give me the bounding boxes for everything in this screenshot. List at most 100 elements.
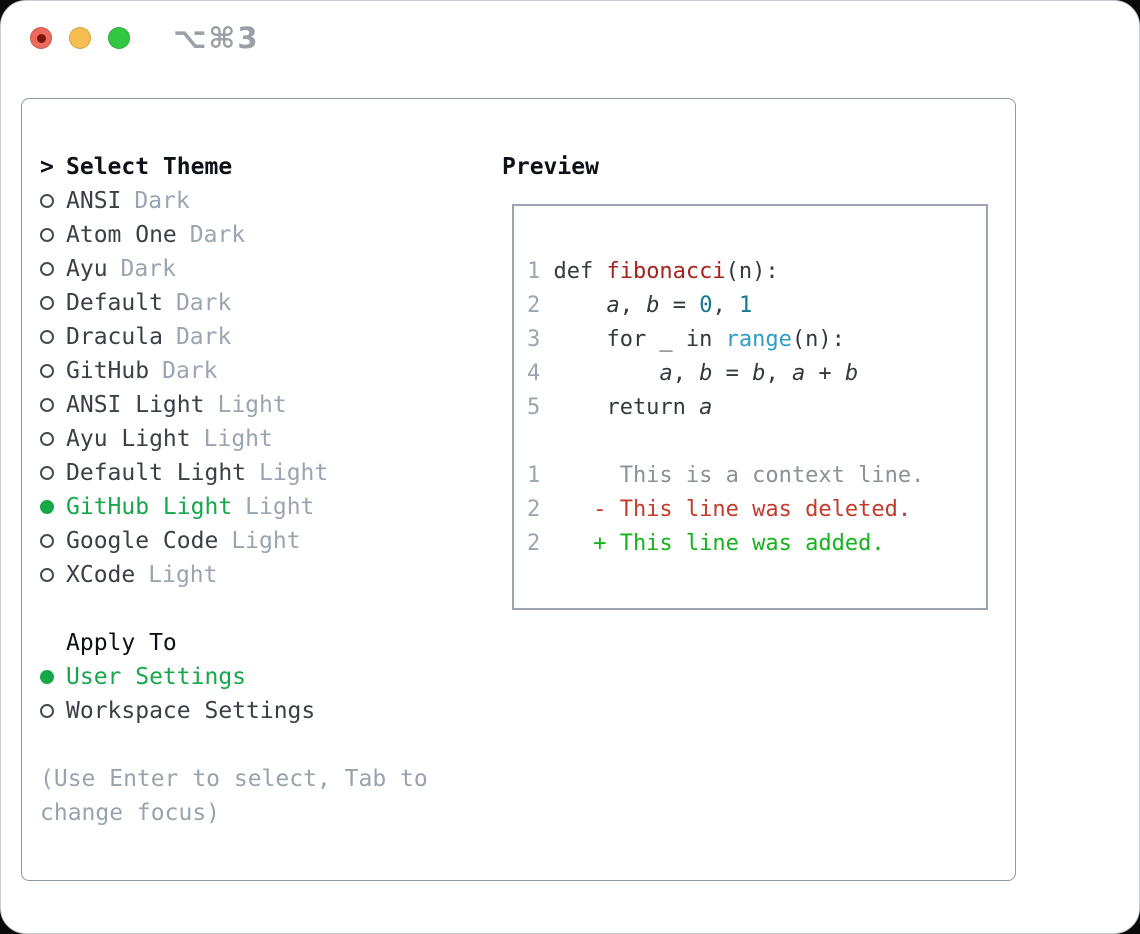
theme-tag: Dark [175,324,232,350]
theme-tag: Light [148,562,218,588]
line-number: 2 [527,531,541,556]
theme-option-dracula[interactable]: Dracula Dark [40,320,442,354]
code-line: 1 This is a context line. [527,459,976,493]
radio-selected-icon [40,500,54,514]
theme-name: Ayu [66,256,108,282]
radio-unselected-icon [40,534,54,548]
line-number: 2 [527,497,541,522]
theme-name: ANSI Light [66,392,205,418]
radio-unselected-icon [40,296,54,310]
apply-option-name: Workspace Settings [66,698,316,724]
theme-tag: Light [245,494,315,520]
code-token [553,293,606,318]
radio-unselected-icon [40,262,54,276]
window-shortcut-title: ⌥⌘3 [173,21,260,55]
radio-selected-icon [40,670,54,684]
theme-list-header: Select Theme [66,154,233,180]
line-number: 1 [527,259,541,284]
theme-list-header-row: > Select Theme [40,150,442,184]
theme-tag: Dark [120,256,176,282]
radio-unselected-icon [40,330,54,344]
theme-option-xcode[interactable]: XCode Light [40,558,442,592]
code-token: b [752,361,766,386]
theme-name: ANSI [66,188,122,214]
theme-tag: Dark [189,222,246,248]
radio-cell [40,398,66,412]
code-token: This is a context line. [553,463,925,488]
radio-cell [40,262,66,276]
code-line: 2 a, b = 0, 1 [527,289,976,323]
line-number: 4 [527,361,541,386]
line-number: 3 [527,327,541,352]
code-token: (n): [725,259,779,284]
radio-cell [40,194,66,208]
theme-tag: Light [203,426,273,452]
code-token: a [699,395,713,420]
code-token [553,361,659,386]
spacer [40,592,442,626]
radio-cell [40,228,66,242]
code-token: + This line was added. [553,531,885,556]
code-token: 1 [738,293,753,318]
code-token: = [659,293,700,318]
radio-cell [40,568,66,582]
radio-unselected-icon [40,398,54,412]
code-token: for _ in [553,327,726,352]
radio-unselected-icon [40,432,54,446]
theme-option-atom-one[interactable]: Atom One Dark [40,218,442,252]
code-token: (n): [791,327,845,352]
theme-name: Default [66,290,163,316]
line-number: 5 [527,395,541,420]
theme-option-ansi[interactable]: ANSI Dark [40,184,442,218]
preview-title: Preview [502,154,599,180]
code-token: + [805,361,845,386]
apply-to-header: Apply To [66,630,177,656]
code-token: fibonacci [606,259,726,284]
theme-option-google-code[interactable]: Google Code Light [40,524,442,558]
radio-cell [40,296,66,310]
theme-name: XCode [66,562,136,588]
code-token: , [765,361,792,386]
code-line: 5 return a [527,391,976,425]
theme-tag: Dark [162,358,218,384]
code-token: = [712,361,753,386]
theme-name: Dracula [66,324,163,350]
code-token: a [606,293,620,318]
radio-unselected-icon [40,364,54,378]
code-token: b [844,361,859,386]
minimize-button[interactable] [69,27,91,49]
apply-option-user-settings[interactable]: User Settings [40,660,442,694]
apply-option-workspace-settings[interactable]: Workspace Settings [40,694,442,728]
theme-tag: Dark [134,188,190,214]
radio-unselected-icon [40,194,54,208]
theme-tag: Light [231,528,301,554]
radio-unselected-icon [40,466,54,480]
theme-name: Google Code [66,528,219,554]
theme-option-ayu[interactable]: Ayu Dark [40,252,442,286]
theme-name: Atom One [66,222,177,248]
radio-unselected-icon [40,568,54,582]
code-token: a [791,361,806,386]
theme-option-ayu-light[interactable]: Ayu Light Light [40,422,442,456]
zoom-button[interactable] [108,27,130,49]
theme-name: GitHub [66,358,150,384]
close-button[interactable] [30,27,52,49]
theme-name: Ayu Light [66,426,191,452]
code-token: return [553,395,700,420]
code-line: 4 a, b = b, a + b [527,357,976,391]
apply-to-header-row: Apply To [40,626,442,660]
code-token: , [672,361,700,386]
hint-text: (Use Enter to select, Tab to change focu… [40,766,428,826]
theme-option-github[interactable]: GitHub Dark [40,354,442,388]
code-token: a [659,361,673,386]
code-token: , [712,293,739,318]
theme-name: Default Light [66,460,247,486]
